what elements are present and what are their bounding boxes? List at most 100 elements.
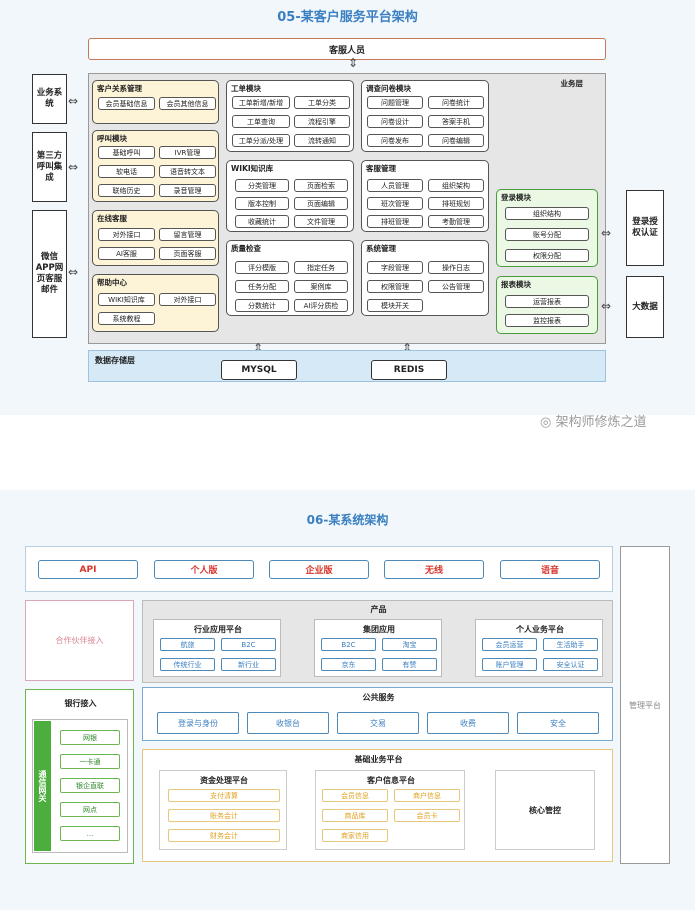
help-panel: 帮助中心 WIKI知识库 对外接口 系统教程 <box>92 274 219 332</box>
report-panel: 报表模块 运营报表 监控报表 <box>496 276 598 334</box>
survey-panel: 调查问卷模块 问题管理 问卷统计 问卷设计 答案手机 问卷发布 问卷编辑 <box>361 80 489 152</box>
diagram-05: 05-某客户服务平台架构 客服人员 ⇕ 业务层 业务系统 第三方呼叫集成 微信A… <box>0 0 695 430</box>
quality-panel: 质量检查 评分模版 指定任务 任务分配 案例库 分数统计 AI评分质检 <box>226 240 354 316</box>
industry-item: 新行业 <box>221 658 276 671</box>
call-item: 联络历史 <box>98 184 155 197</box>
wiki-item: 文件管理 <box>294 215 348 228</box>
help-item: 系统教程 <box>98 312 155 325</box>
system-item: 模块开关 <box>367 299 423 312</box>
call-title: 呼叫模块 <box>97 134 127 143</box>
login-panel: 登录模块 组织结构 账号分配 权限分配 <box>496 189 598 267</box>
call-item: IVR管理 <box>159 146 216 159</box>
bank-access: 银行接入 通信网关 网银 一卡通 银企直联 网点 ... <box>25 689 134 864</box>
base-title: 基础业务平台 <box>354 755 403 764</box>
ticket-item: 工单分类 <box>294 96 350 109</box>
staff-item: 考勤管理 <box>428 215 484 228</box>
customer-item: 会员卡 <box>394 809 460 822</box>
mysql-arrow: ⇕ <box>253 341 264 355</box>
bank-item: 银企直联 <box>60 778 120 793</box>
group-item: 京东 <box>321 658 376 671</box>
group-item: 淘宝 <box>382 638 437 651</box>
storage-layer-title: 数据存储层 <box>95 356 135 365</box>
channel-band: API 个人版 企业版 无线 语音 <box>25 546 613 592</box>
survey-item: 问卷编辑 <box>428 134 484 147</box>
channel-voice: 语音 <box>500 560 600 579</box>
staff-item: 人员管理 <box>367 179 423 192</box>
wiki-panel: WIKI知识库 分类管理 页面检索 版本控制 页面编辑 收藏统计 文件管理 <box>226 160 354 232</box>
personal-item: 生活助手 <box>543 638 598 651</box>
quality-title: 质量检查 <box>231 244 261 253</box>
channel-api: API <box>38 560 138 579</box>
public-item: 安全 <box>517 712 599 734</box>
arrow-big-data: ⇔ <box>601 299 612 313</box>
redis-box: REDIS <box>371 360 447 380</box>
login-title: 登录模块 <box>501 193 531 202</box>
help-item: 对外接口 <box>159 293 216 306</box>
public-item: 收银台 <box>247 712 329 734</box>
personal-item: 账户管理 <box>482 658 537 671</box>
storage-layer-panel: 数据存储层 MYSQL REDIS <box>88 350 606 382</box>
core-control: 核心管控 <box>495 770 595 850</box>
report-title: 报表模块 <box>501 280 531 289</box>
group-item: B2C <box>321 638 376 651</box>
public-item: 登录与身份 <box>157 712 239 734</box>
customer-item: 会员信息 <box>322 789 388 802</box>
wiki-item: 收藏统计 <box>235 215 289 228</box>
quality-item: 任务分配 <box>235 280 289 293</box>
industry-platform: 行业应用平台 航旅 B2C 传统行业 新行业 <box>153 619 281 677</box>
survey-item: 问卷设计 <box>367 115 423 128</box>
product-title: 产品 <box>370 605 387 614</box>
public-item: 交易 <box>337 712 419 734</box>
system-panel: 系统管理 字段管理 操作日志 权限管理 公告管理 模块开关 <box>361 240 489 316</box>
group-title: 集团应用 <box>363 625 395 634</box>
survey-item: 问卷发布 <box>367 134 423 147</box>
channel-enterprise: 企业版 <box>269 560 369 579</box>
ticket-title: 工单模块 <box>231 84 261 93</box>
report-item: 监控报表 <box>505 314 589 327</box>
staff-item: 排班管理 <box>367 215 423 228</box>
survey-title: 调查问卷模块 <box>366 84 411 93</box>
gateway-bar: 通信网关 <box>34 721 51 851</box>
customer-platform: 客户信息平台 会员信息 商户信息 商品库 会员卡 商家信用 <box>315 770 465 850</box>
fund-title: 资金处理平台 <box>200 776 248 785</box>
system-item: 权限管理 <box>367 280 423 293</box>
online-panel: 在线客服 对外接口 留言管理 AI客服 页面客服 <box>92 210 219 266</box>
business-layer-label: 业务层 <box>560 79 584 88</box>
bank-inner <box>32 719 128 853</box>
fund-platform: 资金处理平台 支付清算 账务会计 财务会计 <box>159 770 287 850</box>
wiki-item: 页面编辑 <box>294 197 348 210</box>
ticket-panel: 工单模块 工单新增/新增 工单分类 工单查询 流程引擎 工单分派/处理 流转通知 <box>226 80 354 152</box>
fund-item: 账务会计 <box>168 809 280 822</box>
quality-item: 分数统计 <box>235 299 289 312</box>
fund-item: 财务会计 <box>168 829 280 842</box>
arrow-wechat: ⇔ <box>68 265 79 279</box>
online-item: 留言管理 <box>159 228 216 241</box>
management-platform: 管理平台 <box>620 546 670 864</box>
diagram-06-title: 06-某系统架构 <box>306 513 389 527</box>
industry-item: 传统行业 <box>160 658 215 671</box>
personal-platform: 个人业务平台 会员运营 生活助手 账户管理 安全认证 <box>475 619 603 677</box>
bank-item: 网点 <box>60 802 120 817</box>
wiki-item: 版本控制 <box>235 197 289 210</box>
arrow-third-party: ⇔ <box>68 160 79 174</box>
watermark: ◎ 架构师修炼之道 <box>540 411 647 430</box>
wiki-item: 页面检索 <box>294 179 348 192</box>
survey-item: 问卷统计 <box>428 96 484 109</box>
report-item: 运营报表 <box>505 295 589 308</box>
quality-item: 案例库 <box>294 280 348 293</box>
login-item: 账号分配 <box>505 228 589 241</box>
ticket-item: 流转通知 <box>294 134 350 147</box>
crm-item: 会员基础信息 <box>98 97 155 110</box>
call-panel: 呼叫模块 基础呼叫 IVR管理 软电话 语音转文本 联络历史 录音管理 <box>92 130 219 202</box>
industry-item: 航旅 <box>160 638 215 651</box>
base-platform: 基础业务平台 资金处理平台 支付清算 账务会计 财务会计 客户信息平台 会员信息… <box>142 749 613 862</box>
quality-item: 评分模版 <box>235 261 289 274</box>
channel-wireless: 无线 <box>384 560 484 579</box>
system-item: 操作日志 <box>428 261 484 274</box>
staff-item: 班次管理 <box>367 197 423 210</box>
bank-item: 网银 <box>60 730 120 745</box>
staff-title: 客服管理 <box>366 164 396 173</box>
bank-title: 银行接入 <box>64 699 97 708</box>
ticket-item: 工单查询 <box>232 115 290 128</box>
wiki-title: WIKI知识库 <box>231 164 274 173</box>
